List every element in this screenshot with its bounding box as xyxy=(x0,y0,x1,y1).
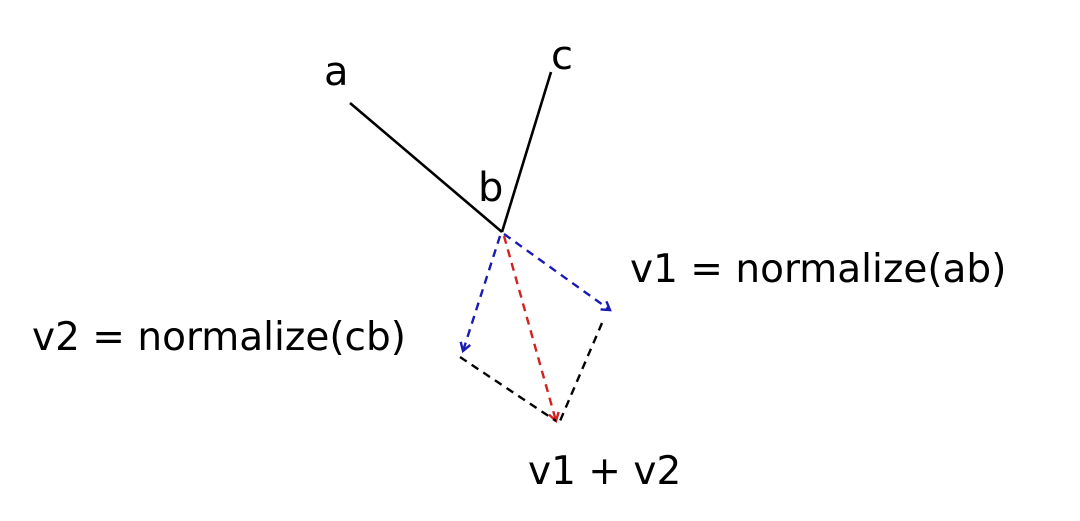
parallelogram-edge-v2-end xyxy=(459,356,557,422)
v1-formula-label: v1 = normalize(ab) xyxy=(630,247,1007,292)
segment-cb xyxy=(500,71,553,233)
vector-v2-arrow xyxy=(459,235,502,354)
point-a-label: a xyxy=(324,49,349,95)
sum-label: v1 + v2 xyxy=(528,449,682,494)
point-c-label: c xyxy=(551,33,573,79)
vector-sum-arrow xyxy=(502,235,560,424)
point-b-label: b xyxy=(478,165,504,211)
segment-ab xyxy=(349,102,503,233)
v2-formula-label: v2 = normalize(cb) xyxy=(32,315,406,360)
vector-v1-arrow xyxy=(503,233,612,312)
parallelogram-edge-v1-end xyxy=(558,322,604,422)
